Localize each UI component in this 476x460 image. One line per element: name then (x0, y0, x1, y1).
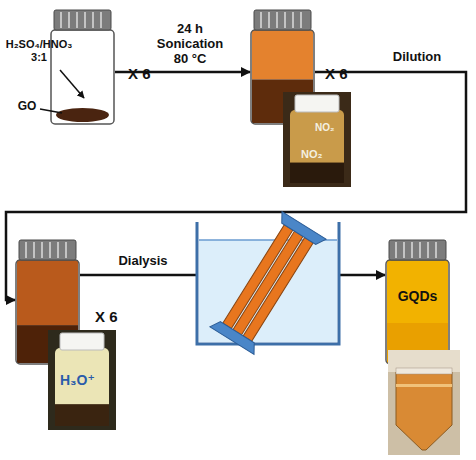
cap-ridge (41, 242, 43, 258)
cap-ridge (268, 12, 270, 28)
step-text: GQDs (385, 288, 450, 304)
cap-ridge (292, 12, 294, 28)
cap-ridge (300, 12, 302, 28)
vial-cap (389, 240, 446, 260)
jar-glass (290, 110, 344, 183)
photo-frame (283, 92, 351, 187)
step-text: X 6 (95, 308, 118, 325)
cap-ridge (76, 12, 78, 28)
cap-ridge (435, 242, 437, 258)
cap-ridge (92, 12, 94, 28)
cap-ridge (276, 12, 278, 28)
jar-sediment (55, 404, 109, 426)
photo-text: H₃O⁺ (60, 372, 95, 388)
sample-photo: NO₂ NO₂ (283, 92, 351, 187)
vial-cap (54, 10, 111, 30)
cap-ridge (84, 12, 86, 28)
cap-ridge (65, 242, 67, 258)
photo-background (48, 330, 116, 430)
vial-sediment (387, 323, 448, 363)
reagent-label: H₂SO₄/HNO₃ 3:1 (0, 38, 78, 63)
dialysis-beaker (197, 212, 339, 355)
cap-ridge (419, 242, 421, 258)
cap-ridge (427, 242, 429, 258)
step-label: 24 h Sonication 80 °C (150, 22, 230, 67)
cap-ridge (395, 242, 397, 258)
cap-ridge (68, 12, 70, 28)
sample-vial: GQDs (385, 240, 450, 365)
cap-ridge (260, 12, 262, 28)
step-label: Dialysis (98, 254, 188, 269)
vial-liquid (252, 30, 313, 79)
jar-cap (60, 333, 104, 350)
cap-ridge (33, 242, 35, 258)
cap-ridge (284, 12, 286, 28)
cap-ridge (57, 242, 59, 258)
vial-cap (19, 240, 76, 260)
graphene-oxide (56, 108, 109, 122)
process-arrow (80, 274, 385, 277)
cap-ridge (411, 242, 413, 258)
photo-text: NO₂ (301, 148, 322, 160)
cap-ridge (49, 242, 51, 258)
sample-photo: H₃O⁺ (48, 330, 116, 430)
cap-ridge (60, 12, 62, 28)
cap-ridge (100, 12, 102, 28)
photo-background (283, 92, 351, 187)
vial-liquid (17, 260, 78, 325)
sample-vial: X 6 (50, 10, 115, 125)
step-label: Dilution (372, 50, 462, 65)
reagent-label: GO (14, 100, 40, 114)
jar-sediment (290, 163, 344, 183)
product-photo (388, 350, 460, 455)
step-text: X 6 (128, 65, 151, 82)
step-text: X 6 (325, 65, 348, 82)
vial-outline (50, 10, 115, 125)
cap-ridge (403, 242, 405, 258)
jar-cap (295, 95, 339, 112)
photo-text: NO₂ (315, 122, 334, 133)
vial-body (386, 260, 449, 364)
vial-cap (254, 10, 311, 30)
jar-glass (55, 348, 109, 426)
cap-ridge (25, 242, 27, 258)
